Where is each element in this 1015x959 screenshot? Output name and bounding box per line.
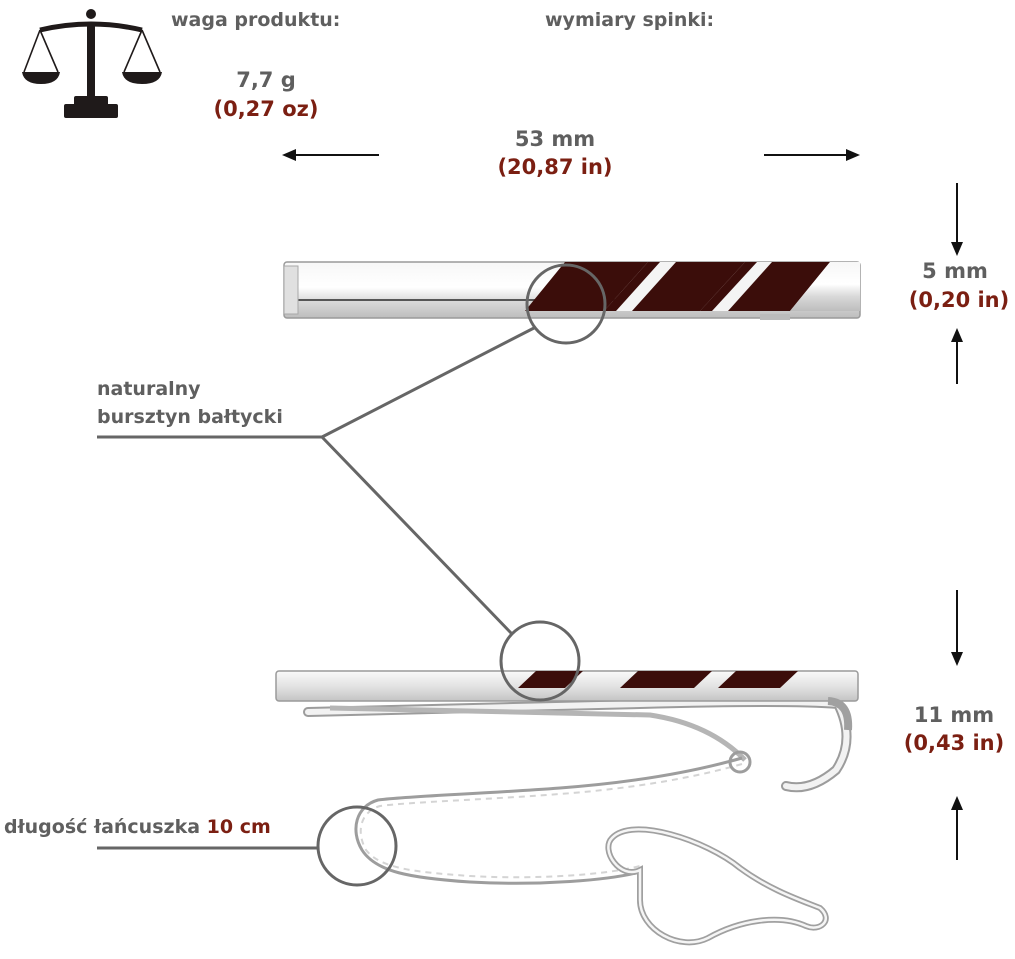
material-line-2: bursztyn bałtycki <box>97 406 283 428</box>
amber-inlay-front <box>525 262 830 311</box>
scales-icon <box>22 9 162 118</box>
callout-circle-chain <box>316 805 398 887</box>
dimensions-heading: wymiary spinki: <box>545 9 715 31</box>
chain <box>354 750 752 885</box>
weight-heading: waga produktu: <box>171 9 341 31</box>
chain-length-value: 10 cm <box>206 816 271 838</box>
width-in: (0,20 in) <box>908 288 1010 312</box>
weight-grams: 7,7 g <box>236 68 296 92</box>
callout-circle-amber-side <box>499 620 581 702</box>
callout-circle-amber-top <box>525 263 607 345</box>
weight-ounces: (0,27 oz) <box>213 97 319 121</box>
amber-inlay-side <box>518 671 798 688</box>
width-mm: 5 mm <box>922 259 988 283</box>
chain-length-label: długość łańcuszka <box>4 816 201 838</box>
material-line-1: naturalny <box>97 378 201 400</box>
chain-length-label-row: długość łańcuszka 10 cm <box>4 816 271 838</box>
callouts <box>97 263 607 887</box>
length-in: (20,87 in) <box>497 155 613 179</box>
length-mm: 53 mm <box>514 127 596 151</box>
tie-clip-front <box>283 261 861 320</box>
height-in: (0,43 in) <box>903 731 1005 755</box>
length-arrows <box>282 149 860 161</box>
height-arrows <box>951 590 963 860</box>
height-mm: 11 mm <box>913 703 995 727</box>
tie-clip-side <box>275 670 859 946</box>
width-arrows <box>951 183 963 384</box>
